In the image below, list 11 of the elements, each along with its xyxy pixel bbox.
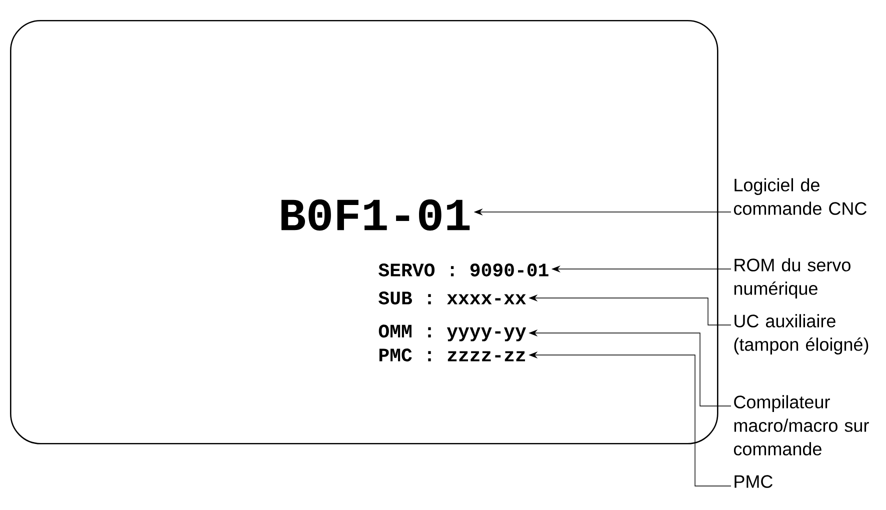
description-text: UC auxiliaire (tampon éloigné) [734, 314, 868, 354]
version-line: OMM : yyyy-yy [378, 324, 526, 342]
version-line: SERVO : 9090-01 [378, 264, 548, 276]
screen-frame [10, 20, 718, 444]
description-text: ROM du servo numérique [734, 258, 850, 298]
description-text: PMC [734, 475, 773, 488]
description-text: Compilateur macro/macro sur commande [734, 395, 869, 456]
version-line: SUB : xxxx-xx [378, 292, 526, 304]
description-text: Logiciel de commande CNC [734, 178, 867, 215]
version-line: PMC : zzzz-zz [379, 348, 525, 362]
version-number: B0F1-01 [281, 199, 470, 231]
